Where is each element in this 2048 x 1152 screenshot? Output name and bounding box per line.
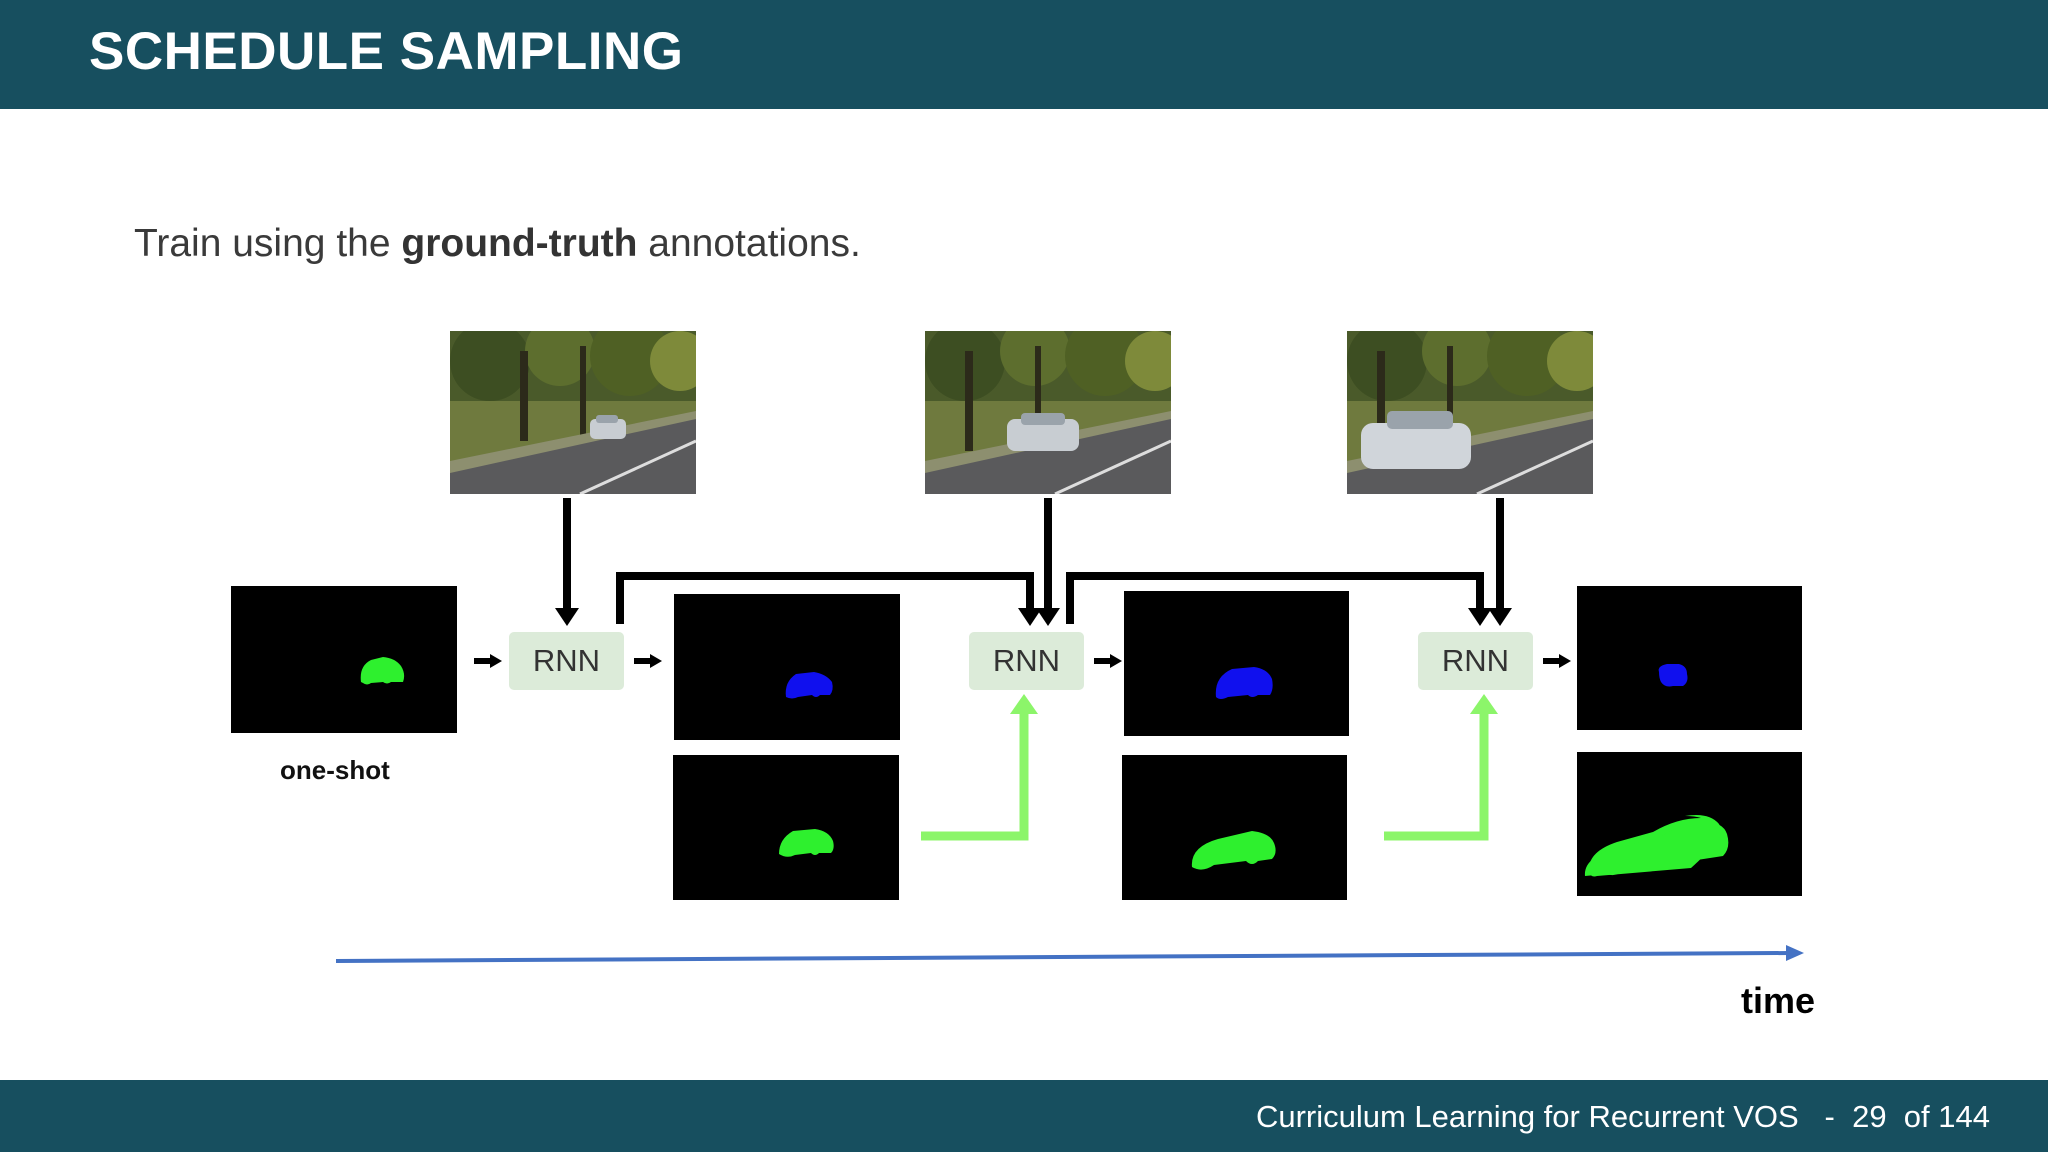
ground-truth-feedback-arrow-2 — [1384, 694, 1498, 841]
arrow-rnn-to-mask-1 — [634, 654, 662, 668]
video-frame-3 — [1347, 331, 1593, 494]
rnn-block-2: RNN — [969, 632, 1084, 690]
presentation-title: Curriculum Learning for Recurrent VOS — [1255, 1099, 1799, 1134]
time-arrow — [335, 945, 1804, 963]
ground-truth-mask-2 — [1122, 755, 1347, 900]
rnn-block-3: RNN — [1418, 632, 1533, 690]
footer-bar — [0, 1080, 2048, 1152]
arrow-rnn-to-mask-3 — [1543, 654, 1571, 668]
one-shot-label: one-shot — [280, 755, 390, 785]
subtitle-text-end: annotations. — [637, 222, 861, 265]
hidden-state-arrow-2 — [1066, 572, 1492, 626]
header-bar: SCHEDULE SAMPLING — [0, 0, 2048, 109]
frame-to-rnn-arrow-1 — [555, 498, 579, 626]
predicted-mask-1 — [674, 594, 900, 740]
page-total: of 144 — [1903, 1099, 1990, 1134]
frame-to-rnn-arrow-2 — [1036, 498, 1060, 626]
page-number: 29 — [1852, 1099, 1887, 1134]
ground-truth-feedback-arrow-1 — [921, 694, 1038, 841]
arrow-mask-to-rnn-1 — [474, 654, 502, 668]
slide-title: SCHEDULE SAMPLING — [89, 22, 684, 81]
hidden-state-arrow-1 — [616, 572, 1042, 626]
one-shot-mask — [231, 586, 457, 733]
rnn-label: RNN — [1441, 643, 1510, 678]
rnn-label: RNN — [532, 643, 601, 678]
footer-text: Curriculum Learning for Recurrent VOS - … — [1256, 1099, 1990, 1135]
ground-truth-mask-3 — [1577, 752, 1802, 896]
subtitle-text-start: Train using the — [134, 222, 402, 265]
footer-separator: - — [1824, 1099, 1835, 1134]
subtitle-emphasis: ground-truth — [401, 222, 638, 265]
video-frame-2 — [925, 331, 1171, 494]
time-axis-label: time — [1741, 980, 1816, 1021]
frame-to-rnn-arrow-3 — [1488, 498, 1512, 626]
ground-truth-mask-1 — [673, 755, 899, 900]
arrow-rnn-to-mask-2 — [1094, 654, 1122, 668]
predicted-mask-3 — [1577, 586, 1802, 730]
slide-subtitle: Train using the ground-truth annotations… — [134, 222, 861, 266]
rnn-label: RNN — [992, 643, 1061, 678]
rnn-block-1: RNN — [509, 632, 624, 690]
predicted-mask-2 — [1124, 591, 1349, 736]
video-frame-1 — [450, 331, 696, 494]
